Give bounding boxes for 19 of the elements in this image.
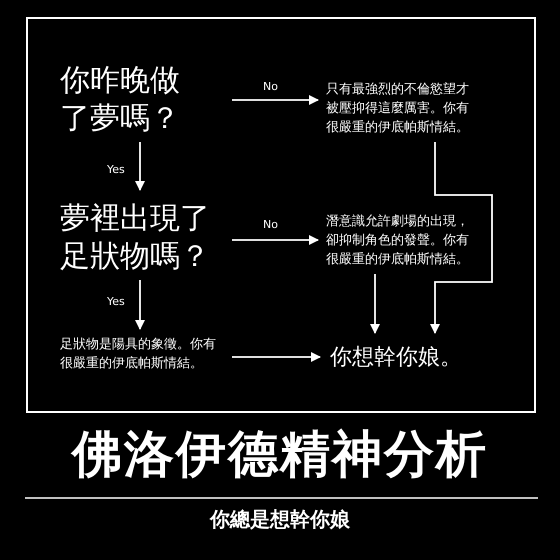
edge-label: No [262,80,279,93]
arrow [232,352,321,362]
conclusion-text: 你想幹你娘。 [330,343,462,373]
arrow [135,280,145,330]
result-text: 潛意識允許劇場的出現，卻抑制角色的發聲。你有很嚴重的伊底帕斯情結。 [326,212,472,269]
edge-label: Yes [106,163,126,176]
subtitle: 你總是想幹你娘 [210,507,350,531]
result-text: 只有最強烈的不倫慾望才被壓抑得這麼厲害。你有很嚴重的伊底帕斯情結。 [326,80,472,137]
arrow [370,274,380,334]
arrow [430,142,493,334]
edge-label: Yes [106,295,126,308]
question-text: 夢裡出現了足狀物嗎？ [60,200,215,276]
title: 佛洛伊德精神分析 [72,424,488,483]
arrow [232,95,319,105]
arrow [232,235,319,245]
edge-label: No [262,218,279,231]
question-text: 你昨晚做了夢嗎？ [60,62,188,138]
result-text: 足狀物是陽具的象徵。你有很嚴重的伊底帕斯情結。 [60,335,220,373]
arrow [135,142,145,191]
